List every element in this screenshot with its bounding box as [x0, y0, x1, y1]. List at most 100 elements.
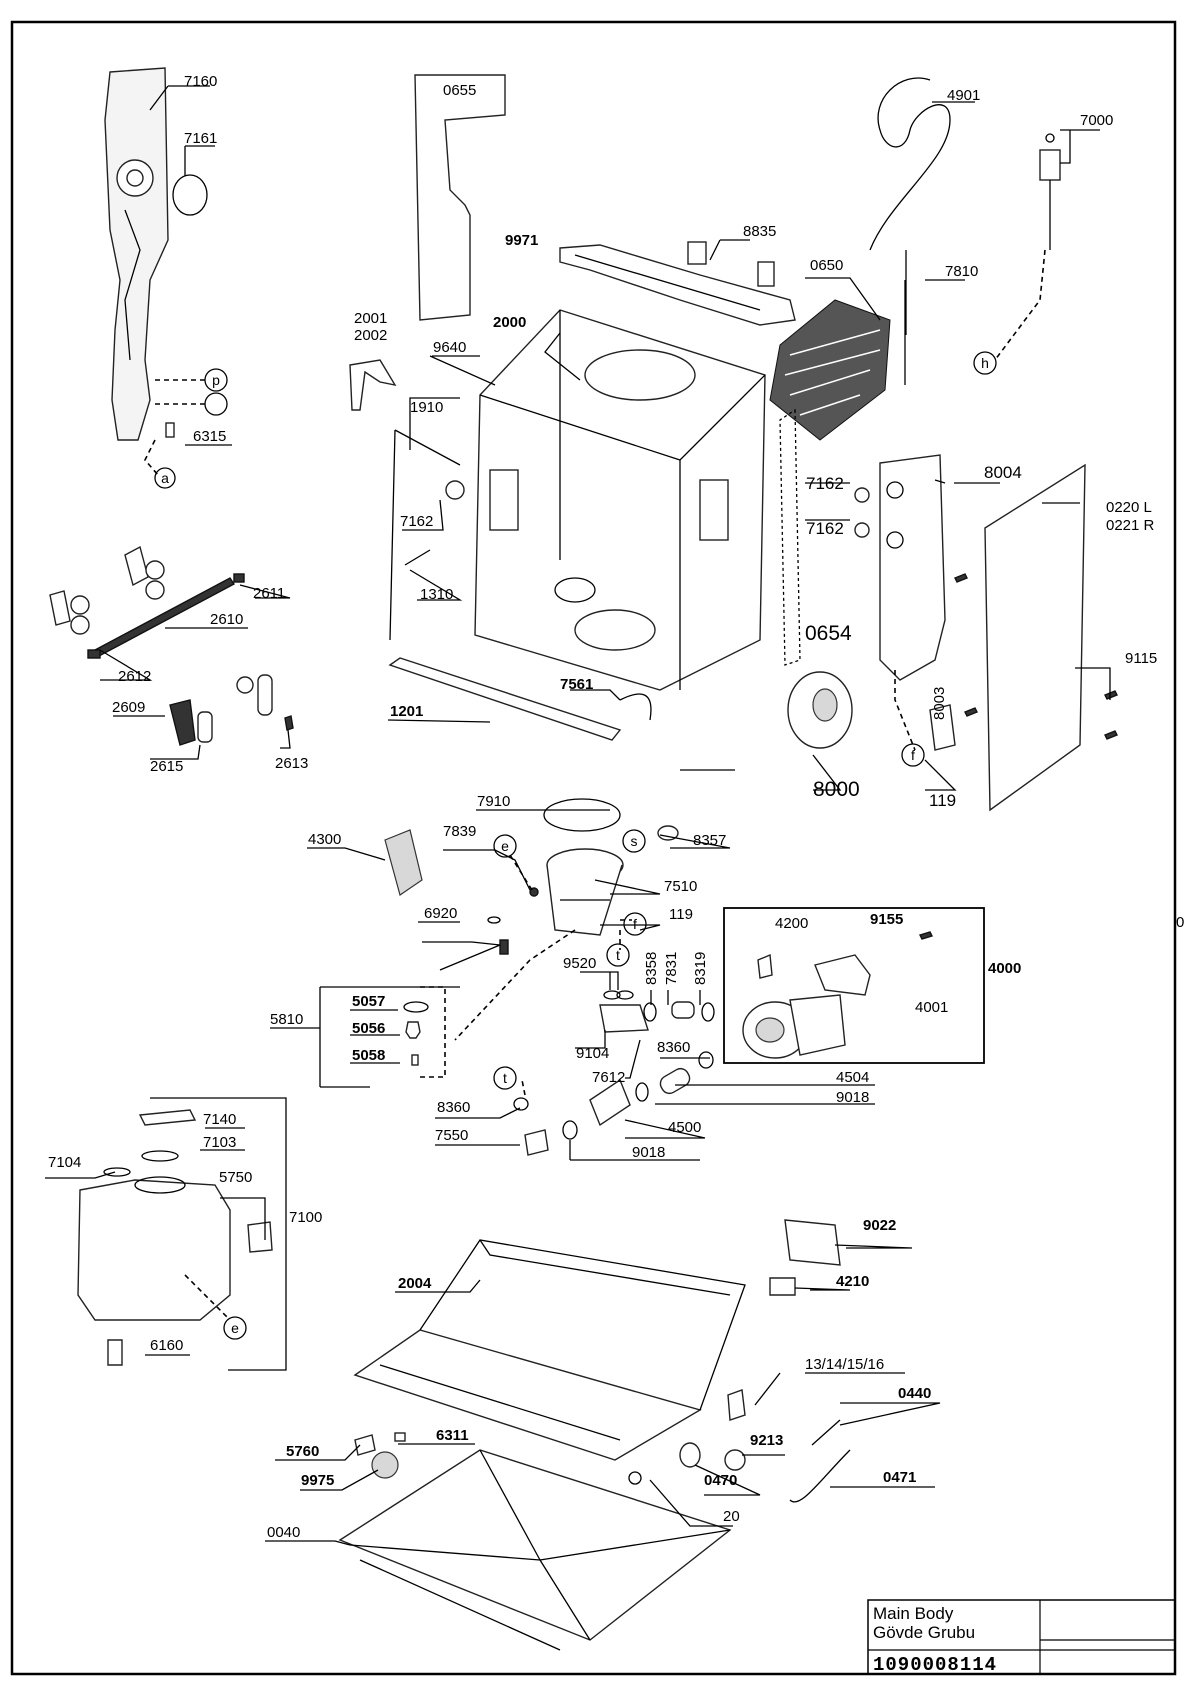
- title-en: Main Body: [873, 1604, 954, 1623]
- label-8004: 8004: [984, 463, 1022, 482]
- connector-f-mid: f: [623, 912, 647, 936]
- label-7831: 7831: [663, 952, 680, 985]
- label-0655: 0655: [443, 82, 476, 99]
- part-7162-grommet-2: [854, 522, 870, 538]
- part-4901-cable: [869, 77, 951, 251]
- svg-text:s: s: [631, 833, 638, 849]
- label-2610: 2610: [210, 611, 243, 628]
- label-8360-left: 8360: [437, 1099, 470, 1116]
- label-7103: 7103: [203, 1134, 236, 1151]
- label-5750: 5750: [219, 1169, 252, 1186]
- connector-f-top: f: [901, 743, 925, 767]
- label-4901: 4901: [947, 87, 980, 104]
- part-7561-hose: [619, 693, 652, 721]
- label-8003: 8003: [931, 687, 948, 720]
- svg-text:f: f: [633, 916, 637, 932]
- part-9018-clamp-2: [562, 1120, 578, 1140]
- label-13-14-15-16: 13/14/15/16: [805, 1356, 884, 1373]
- label-4504: 4504: [836, 1069, 869, 1086]
- svg-text:f: f: [911, 747, 915, 763]
- svg-text:t: t: [503, 1070, 507, 1086]
- label-4001: 4001: [915, 999, 948, 1016]
- part-4000-circulation-pump: [742, 994, 846, 1059]
- label-4300: 4300: [308, 831, 341, 848]
- part-5810-group: [319, 986, 460, 1088]
- part-20-marker: [628, 1471, 642, 1485]
- connector-e-top: e: [493, 834, 517, 858]
- label-9022: 9022: [863, 1217, 896, 1234]
- label-0440: 0440: [898, 1385, 931, 1402]
- svg-text:h: h: [981, 355, 989, 371]
- label-2002: 2002: [354, 327, 387, 344]
- label-0040: 0040: [267, 1524, 300, 1541]
- label-stray: 0: [1176, 914, 1184, 931]
- label-7161: 7161: [184, 130, 217, 147]
- label-2611: 2611: [253, 585, 285, 602]
- label-7000: 7000: [1080, 112, 1113, 129]
- part-2611-cap: [233, 573, 245, 583]
- leader-lines: [45, 85, 1111, 1546]
- svg-text:e: e: [231, 1320, 239, 1336]
- part-2615-plate: [197, 711, 213, 743]
- part-9520-valve: [599, 990, 649, 1033]
- label-7550: 7550: [435, 1127, 468, 1144]
- label-6160: 6160: [150, 1337, 183, 1354]
- part-4504-hose: [659, 1067, 691, 1095]
- label-7162-left: 7162: [400, 513, 433, 530]
- label-1201: 1201: [390, 703, 423, 720]
- part-number: 1090008114: [873, 1654, 997, 1676]
- label-0471: 0471: [883, 1469, 916, 1486]
- svg-text:t: t: [616, 947, 620, 963]
- part-7100-softener-group: [77, 1097, 287, 1371]
- label-6311: 6311: [436, 1427, 469, 1444]
- part-7160-side-panel: [104, 67, 169, 441]
- title-block: Main Body Gövde Grubu 1090008114: [867, 1599, 1176, 1676]
- label-5057: 5057: [352, 993, 385, 1010]
- label-119-top: 119: [929, 791, 956, 810]
- label-2001: 2001: [354, 310, 387, 327]
- part-8000-pump: [787, 671, 853, 749]
- part-4001-cover: [814, 954, 871, 996]
- label-5058: 5058: [352, 1047, 385, 1064]
- label-9018-right: 9018: [836, 1089, 869, 1106]
- label-7100: 7100: [289, 1209, 322, 1226]
- label-0650: 0650: [810, 257, 843, 274]
- label-20: 20: [723, 1508, 740, 1525]
- part-8835-clips: [687, 241, 775, 287]
- part-7510-sump: [546, 848, 624, 936]
- part-7831-hose: [671, 1001, 695, 1019]
- part-6315-clip: [165, 422, 175, 438]
- label-7839: 7839: [443, 823, 476, 840]
- label-7162-b: 7162: [806, 519, 844, 538]
- part-8360-clamp-left: [513, 1097, 529, 1111]
- part-9975-disk: [371, 1451, 399, 1479]
- label-9971: 9971: [505, 232, 538, 249]
- label-7104: 7104: [48, 1154, 81, 1171]
- part-6920-sensor: [487, 916, 509, 955]
- part-0654-strip: [779, 408, 801, 666]
- connector-t-low: t: [493, 1066, 517, 1090]
- label-1910: 1910: [410, 399, 443, 416]
- part-8319-clamp: [701, 1002, 715, 1022]
- part-4500-pump-connector: [589, 1078, 631, 1127]
- svg-text:p: p: [212, 372, 220, 388]
- label-4000: 4000: [988, 960, 1021, 977]
- label-8000: 8000: [813, 778, 860, 801]
- part-9971-top-rail: [559, 244, 796, 326]
- label-1310: 1310: [420, 586, 453, 603]
- label-7810: 7810: [945, 263, 978, 280]
- label-2609: 2609: [112, 699, 145, 716]
- label-2613: 2613: [275, 755, 308, 772]
- part-0220-0221-side-panel: [984, 463, 1086, 812]
- part-9115-screws: [954, 573, 1118, 740]
- part-9155-screw: [919, 931, 933, 940]
- part-2612-cap: [87, 649, 101, 659]
- part-9022-board: [784, 1219, 841, 1266]
- label-7910: 7910: [477, 793, 510, 810]
- part-0040-base-tray: [338, 1449, 732, 1651]
- label-4500: 4500: [668, 1119, 701, 1136]
- part-8358-clamp: [643, 1002, 657, 1022]
- part-8004-insulation-panel: [879, 454, 946, 681]
- label-7612: 7612: [592, 1069, 625, 1086]
- label-8360-right: 8360: [657, 1039, 690, 1056]
